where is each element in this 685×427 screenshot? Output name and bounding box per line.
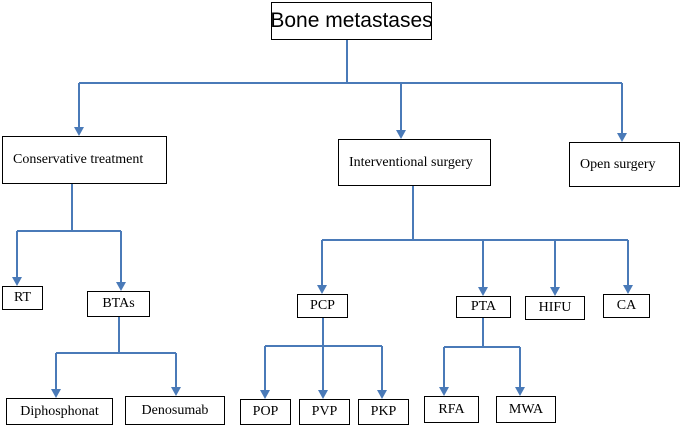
node-ca: CA [603,294,650,318]
arrowhead-pop [260,390,270,399]
arrowhead-pta [478,287,488,296]
node-pop: POP [240,399,291,425]
node-bone-metastases: Bone metastases [270,2,433,40]
arrowhead-open [617,133,627,142]
arrowhead-mwa [515,387,525,396]
arrowhead-rfa [439,387,449,396]
node-mwa: MWA [496,396,556,423]
node-pta: PTA [456,296,511,318]
arrowhead-rt [12,277,22,286]
node-btas: BTAs [87,291,150,317]
arrowhead-interventional [396,130,406,139]
arrowhead-pkp [377,390,387,399]
node-pkp: PKP [358,399,409,425]
arrowhead-diphosphonat [51,389,61,398]
arrowhead-conservative [74,127,84,136]
node-rt: RT [2,286,43,310]
node-pcp: PCP [297,294,348,318]
node-diphosphonat: Diphosphonat [6,398,113,425]
arrowhead-hifu [550,287,560,296]
node-interventional-surgery: Interventional surgery [338,139,491,186]
node-denosumab: Denosumab [125,396,225,425]
arrowhead-denosumab [171,387,181,396]
arrowhead-btas [116,282,126,291]
node-rfa: RFA [424,396,479,423]
arrowhead-ca [623,285,633,294]
node-open-surgery: Open surgery [569,142,680,187]
arrowhead-pvp [318,390,328,399]
arrowhead-pcp [317,285,327,294]
node-conservative-treatment: Conservative treatment [2,136,167,184]
node-pvp: PVP [299,399,350,425]
node-hifu: HIFU [525,296,585,320]
